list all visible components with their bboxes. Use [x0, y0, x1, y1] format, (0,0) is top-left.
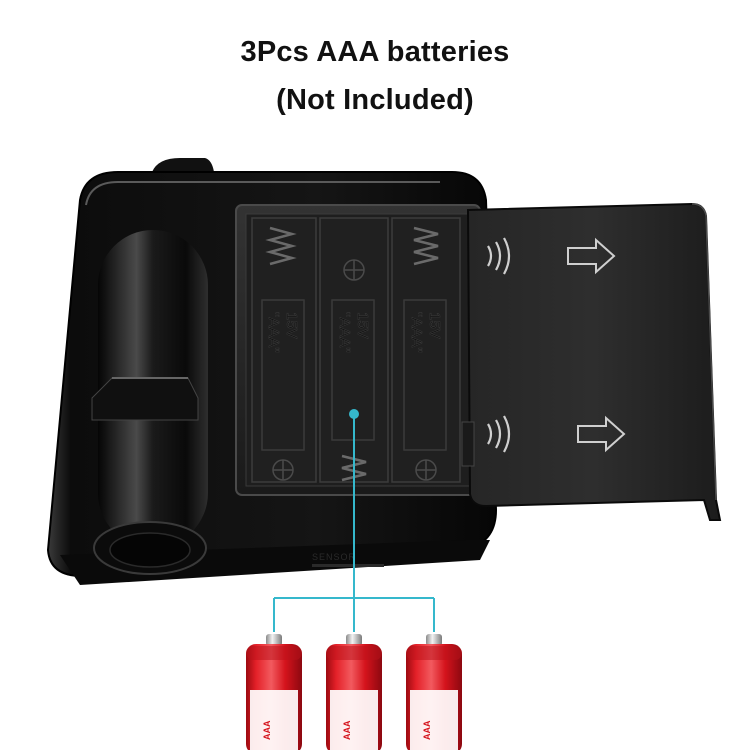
wave-icon — [487, 415, 511, 453]
wave-icon — [487, 237, 511, 275]
battery-slot-3: 15V "AAA" — [391, 217, 461, 483]
battery-compartment: 15V "AAA" 15V "AAA" 15V — [235, 204, 481, 496]
projector-cylinder — [91, 230, 208, 575]
battery-label: AAA — [262, 720, 272, 740]
arrow-right-icon — [577, 415, 626, 453]
slot-1-type: "AAA" — [265, 312, 282, 353]
sensor-slit — [312, 564, 384, 567]
slot-1-voltage: 15V — [283, 312, 300, 339]
battery-lid — [461, 202, 722, 521]
arrow-right-icon — [567, 237, 616, 275]
battery: AAA — [246, 634, 302, 750]
connector-lines — [273, 416, 435, 632]
battery: AAA — [326, 634, 382, 750]
slot-3-voltage: 15V — [426, 312, 443, 339]
battery-label: AAA — [342, 720, 352, 740]
battery-slot-1: 15V "AAA" — [251, 217, 317, 483]
slot-2-voltage: 15V — [354, 312, 371, 339]
connector-dot — [349, 409, 359, 419]
sensor-label: SENSOR — [312, 552, 356, 562]
battery-label: AAA — [422, 720, 432, 740]
slot-2-type: "AAA" — [336, 312, 353, 353]
slot-3-type: "AAA" — [408, 312, 425, 353]
caption-subtitle: (Not Included) — [276, 84, 474, 116]
caption-title: 3Pcs AAA batteries — [240, 36, 510, 68]
battery: AAA — [406, 634, 462, 750]
